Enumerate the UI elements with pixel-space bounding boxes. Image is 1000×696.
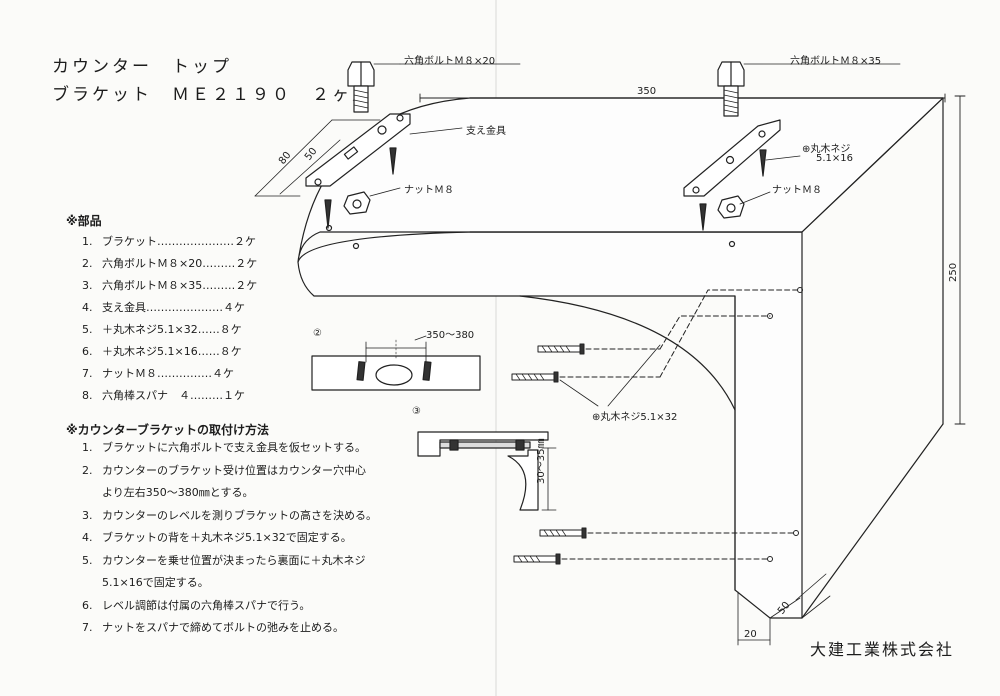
bracket-body xyxy=(297,97,944,619)
side-screw-icon xyxy=(511,371,661,383)
label-screw-side: ⊕丸木ネジ5.1×32 xyxy=(592,412,678,423)
right-bolt-assembly xyxy=(683,61,901,248)
label-detail-2: ② xyxy=(313,328,322,339)
wood-screw-icon xyxy=(389,147,397,175)
label-support-bracket: 支え金具 xyxy=(466,126,506,137)
side-screw-icon xyxy=(513,553,771,565)
label-bolt-m8x35: 六角ボルトＭ８×35 xyxy=(790,56,882,67)
left-bolt-assembly xyxy=(305,61,521,250)
side-screws xyxy=(511,287,803,565)
label-detail-3: ③ xyxy=(412,406,421,417)
label-bolt-m8x20: 六角ボルトＭ８×20 xyxy=(404,56,496,67)
dim-80-50-lines xyxy=(254,119,381,197)
dim-350-line xyxy=(419,93,946,103)
detail-3-drawing xyxy=(417,431,557,511)
method-heading: ※カウンターブラケットの取付け方法 xyxy=(66,423,269,437)
wood-screw-icon xyxy=(699,203,707,231)
side-screw-icon xyxy=(539,527,797,539)
parts-item: 4.支え金具…………………４ケ xyxy=(82,301,245,314)
parts-item: 1.ブラケット…………………２ケ xyxy=(82,235,256,248)
nut-right-icon xyxy=(717,195,745,219)
method-step: 5.カウンターを乗せ位置が決まったら裏面に＋丸木ネジ xyxy=(82,553,366,567)
method-step: より左右350〜380㎜とする。 xyxy=(102,486,254,499)
method-step: 5.1×16で固定する。 xyxy=(102,576,209,589)
company-name: 大建工業株式会社 xyxy=(810,640,955,659)
method-step: 1.ブラケットに六角ボルトで支え金具を仮セットする。 xyxy=(82,441,366,454)
detail-2-drawing xyxy=(311,335,481,391)
parts-item: 7.ナットＭ８……………４ケ xyxy=(82,367,234,380)
parts-item: 5.＋丸木ネジ5.1×32……８ケ xyxy=(82,323,242,336)
label-dim-30-35: 30〜35㎜ xyxy=(536,438,547,484)
nut-left-icon xyxy=(343,191,371,215)
method-step: 4.ブラケットの背を＋丸木ネジ5.1×32で固定する。 xyxy=(82,531,352,544)
label-nut-left: ナットＭ８ xyxy=(404,185,454,196)
method-steps: 1.ブラケットに六角ボルトで支え金具を仮セットする。 2.カウンターのブラケット… xyxy=(82,437,377,640)
parts-list: 1.ブラケット…………………２ケ 2.六角ボルトＭ８×20………２ケ 3.六角ボ… xyxy=(82,231,257,407)
parts-heading: ※部品 xyxy=(66,214,102,228)
label-screw-top: ⊕丸木ネジ xyxy=(802,144,851,155)
side-screw-icon xyxy=(537,343,661,355)
dim-250: 250 xyxy=(948,262,959,282)
title-line-2: ブラケット ＭＥ２１９０ ２ヶ入 xyxy=(52,85,372,105)
dim-250-line xyxy=(954,95,966,425)
label-screw-top-size: 5.1×16 xyxy=(816,153,854,164)
parts-item: 8.六角棒スパナ ４………１ケ xyxy=(82,389,245,402)
method-step: 3.カウンターのレベルを測りブラケットの高さを決める。 xyxy=(82,508,377,522)
title-line-1: カウンター トップ xyxy=(52,57,232,77)
dim-bottom-lines xyxy=(737,573,831,646)
method-step: 2.カウンターのブラケット受け位置はカウンター穴中心 xyxy=(82,463,366,477)
support-plate-left xyxy=(305,113,411,187)
label-nut-right: ナットＭ８ xyxy=(772,185,822,196)
dim-20: 20 xyxy=(744,629,757,640)
method-step: 6.レベル調節は付属の六角棒スパナで行う。 xyxy=(82,598,311,612)
wood-screw-icon xyxy=(759,149,767,177)
label-dim-350-380: 350〜380 xyxy=(426,330,475,341)
dim-350: 350 xyxy=(637,86,657,97)
support-plate-right xyxy=(683,119,781,197)
method-step: 7.ナットをスパナで締めてボルトの弛みを止める。 xyxy=(82,621,344,634)
parts-item: 2.六角ボルトＭ８×20………２ケ xyxy=(82,257,258,270)
parts-item: 6.＋丸木ネジ5.1×16……８ケ xyxy=(82,345,242,358)
parts-item: 3.六角ボルトＭ８×35………２ケ xyxy=(82,279,258,292)
wood-screw-icon xyxy=(324,199,332,229)
